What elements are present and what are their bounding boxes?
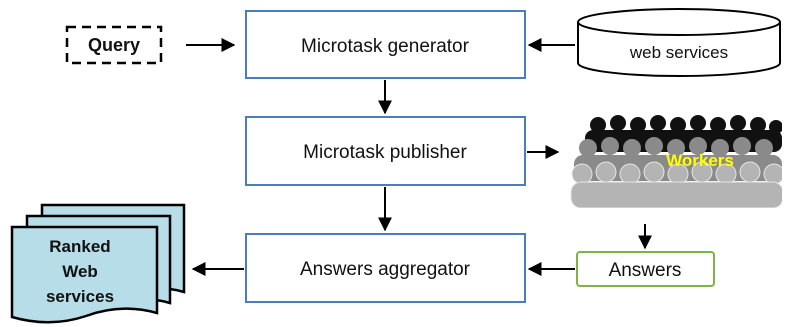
answers-aggregator-node: Answers aggregator <box>245 233 526 303</box>
workers-label: Workers <box>666 151 734 170</box>
answers-aggregator-label: Answers aggregator <box>300 259 471 280</box>
microtask-generator-label: Microtask generator <box>301 36 470 57</box>
microtask-publisher-label: Microtask publisher <box>303 142 467 163</box>
microtask-publisher-node: Microtask publisher <box>245 116 526 186</box>
answers-node: Answers <box>576 251 715 287</box>
web-services-node: web services <box>577 8 781 77</box>
web-services-label: web services <box>629 43 728 62</box>
workers-node: Workers <box>570 115 782 208</box>
document-stack-icon <box>10 203 186 324</box>
ranked-label-line-3: services <box>46 287 114 306</box>
ranked-label-line-2: Web <box>62 262 98 281</box>
answers-label: Answers <box>609 260 682 281</box>
ranked-label-line-1: Ranked <box>49 237 110 256</box>
query-label: Query <box>88 35 140 55</box>
ranked-web-services-node: Ranked Web services <box>10 203 186 324</box>
query-node: Query <box>65 25 163 65</box>
database-cylinder-icon <box>577 8 781 77</box>
crowd-icon <box>570 115 782 208</box>
microtask-generator-node: Microtask generator <box>245 10 526 79</box>
